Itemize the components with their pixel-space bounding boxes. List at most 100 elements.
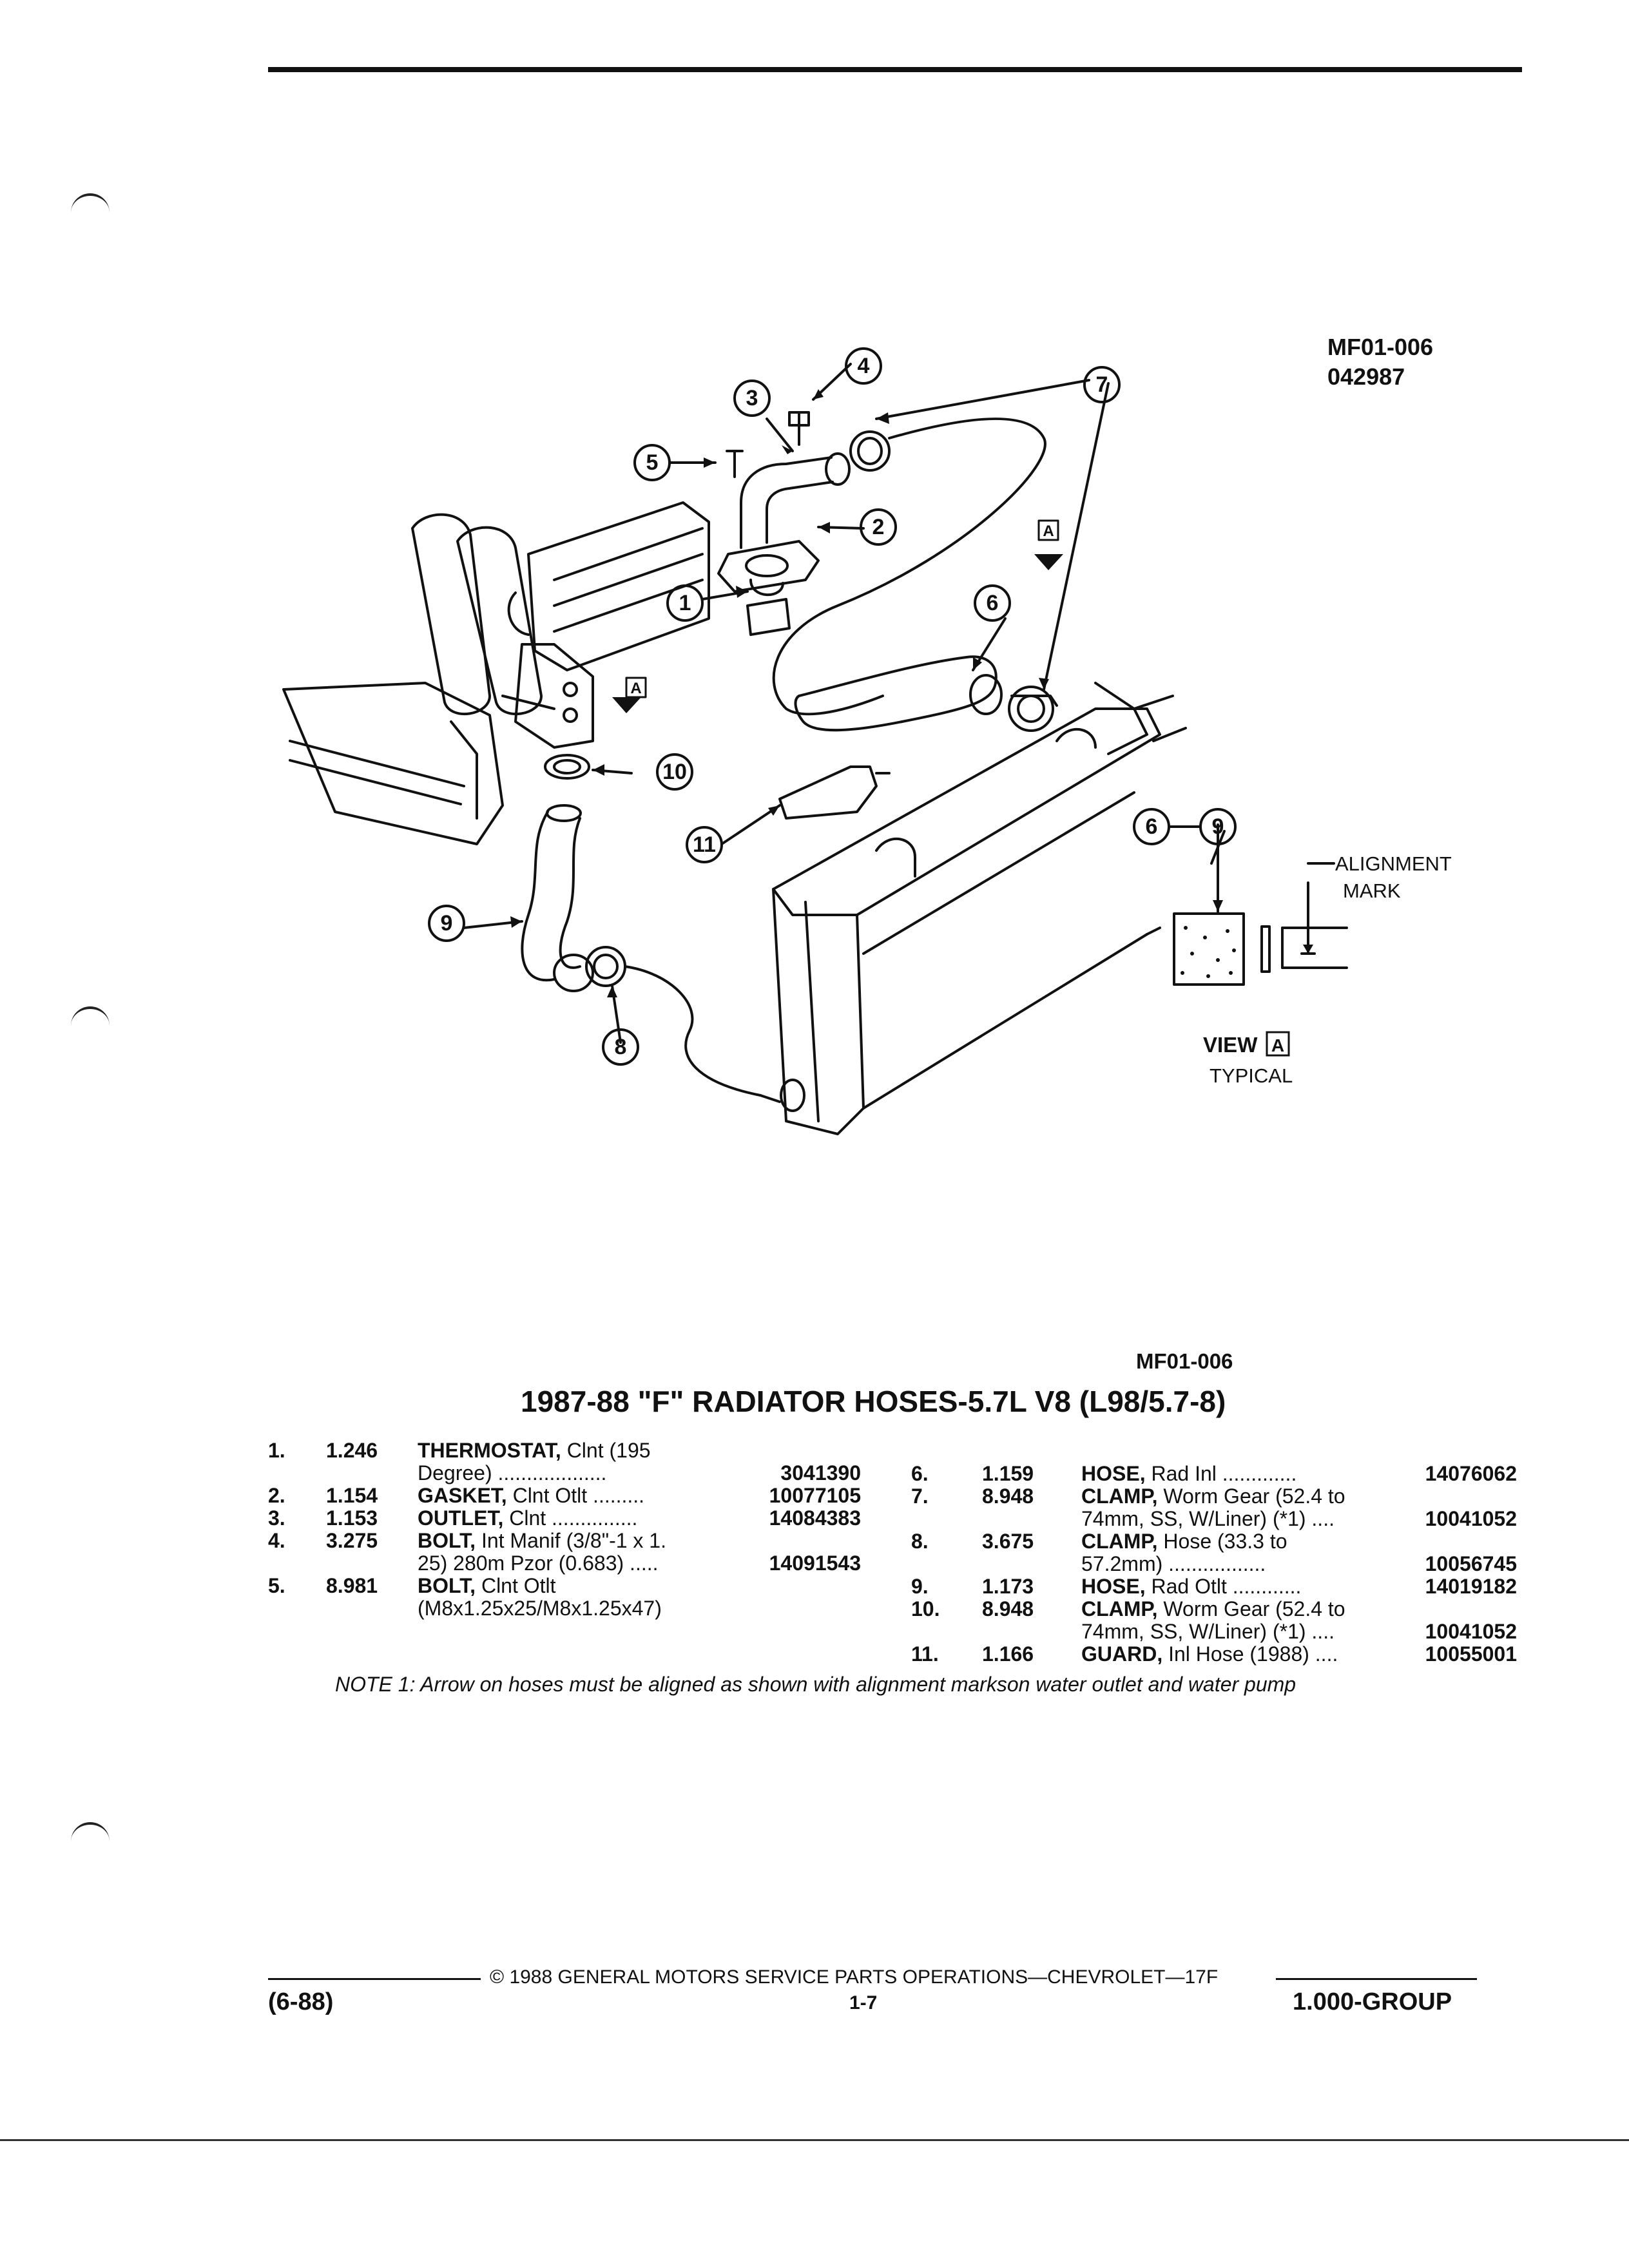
callout-pair-to: 9 xyxy=(1212,814,1224,839)
part-description: CLAMP, Worm Gear (52.4 to xyxy=(1081,1485,1345,1508)
view-a-letter: A xyxy=(1271,1035,1284,1055)
part-pn: 10077105 xyxy=(769,1484,861,1507)
part-detail: Degree) ................... xyxy=(418,1461,607,1485)
callout-9: 9 xyxy=(441,911,453,936)
part-detail: 74mm, SS, W/Liner) (*1) .... xyxy=(1081,1620,1335,1643)
part-number: 3. xyxy=(268,1506,285,1530)
part-pn: 10041052 xyxy=(1425,1507,1517,1530)
part-ref: 3.675 xyxy=(982,1530,1034,1553)
part-row: 9. 1.173 HOSE, Rad Otlt ............ 140… xyxy=(911,1575,1517,1598)
callout-8: 8 xyxy=(615,1035,627,1059)
part-pn: 10041052 xyxy=(1425,1620,1517,1643)
part-pn: 14084383 xyxy=(769,1506,861,1530)
part-detail: Int Manif (3/8"-1 x 1. xyxy=(476,1529,666,1552)
part-number: 8. xyxy=(911,1530,929,1553)
alignment-note: NOTE 1: Arrow on hoses must be aligned a… xyxy=(335,1673,1296,1696)
part-name: BOLT, xyxy=(418,1529,476,1552)
copyright-line: © 1988 GENERAL MOTORS SERVICE PARTS OPER… xyxy=(490,1966,1219,1988)
part-ref: 8.948 xyxy=(982,1485,1034,1508)
part-ref: 1.173 xyxy=(982,1575,1034,1598)
arrow-a-marker-lower xyxy=(612,697,641,713)
part-description: 57.2mm) ................. xyxy=(1081,1553,1266,1575)
arrow-a-marker-upper xyxy=(1034,554,1063,570)
part-row: 10. 8.948 CLAMP, Worm Gear (52.4 to xyxy=(911,1598,1517,1620)
part-ref: 1.153 xyxy=(326,1506,378,1530)
water-pump-drawing xyxy=(411,501,710,749)
part-detail: 57.2mm) ................. xyxy=(1081,1552,1266,1575)
part-row: 7. 8.948 CLAMP, Worm Gear (52.4 to xyxy=(911,1485,1517,1508)
radiator-drawing xyxy=(772,682,1187,1135)
callout-leaders xyxy=(463,363,1219,1044)
part-detail: Rad Otlt ............ xyxy=(1145,1575,1302,1598)
part-pn: 10056745 xyxy=(1425,1552,1517,1575)
parts-list-title: 1987-88 "F" RADIATOR HOSES-5.7L V8 (L98/… xyxy=(521,1385,1226,1418)
scan-margin-mark xyxy=(71,193,110,215)
callout-2: 2 xyxy=(872,515,885,539)
part-row: 1. 1.246 THERMOSTAT, Clnt (195 xyxy=(268,1439,861,1462)
lower-radiator-hose-drawing xyxy=(521,754,781,1103)
part-number: 6. xyxy=(911,1462,929,1485)
part-name: HOSE, xyxy=(1081,1462,1146,1485)
part-ref: 1.154 xyxy=(326,1484,378,1507)
callout-pair-from: 6 xyxy=(1146,814,1158,839)
callout-7: 7 xyxy=(1096,372,1108,397)
upper-radiator-hose-drawing xyxy=(772,418,1058,732)
part-number: 10. xyxy=(911,1597,940,1620)
part-pn: 14076062 xyxy=(1425,1462,1517,1485)
part-ref: 1.246 xyxy=(326,1439,378,1462)
scan-margin-mark xyxy=(71,1822,110,1844)
scan-edge-line xyxy=(0,2139,1629,2141)
part-row: 25) 280m Pzor (0.683) ..... 14091543 xyxy=(268,1552,861,1575)
part-row: 74mm, SS, W/Liner) (*1) .... 10041052 xyxy=(911,1508,1517,1530)
callout-circles xyxy=(428,347,1237,1066)
part-detail: Worm Gear (52.4 to xyxy=(1157,1485,1345,1508)
revision-date: (6-88) xyxy=(268,1988,334,2015)
parts-list-left: 1. 1.246 THERMOSTAT, Clnt (195 Degree) .… xyxy=(268,1439,861,1620)
hose-guard-drawing xyxy=(778,765,891,820)
part-name: THERMOSTAT, xyxy=(418,1439,561,1462)
part-detail: (M8x1.25x25/M8x1.25x47) xyxy=(418,1597,662,1620)
alignment-label-line2: MARK xyxy=(1343,879,1401,902)
arrow-a-letter-lower: A xyxy=(630,680,641,697)
part-number: 7. xyxy=(911,1485,929,1508)
part-detail: Clnt Otlt xyxy=(476,1574,556,1597)
part-description: GUARD, Inl Hose (1988) .... xyxy=(1081,1643,1338,1666)
part-description: CLAMP, Worm Gear (52.4 to xyxy=(1081,1598,1345,1620)
callout-6: 6 xyxy=(987,591,999,615)
part-description: Degree) ................... xyxy=(418,1462,606,1485)
part-description: HOSE, Rad Inl ............. xyxy=(1081,1463,1296,1485)
part-number: 1. xyxy=(268,1439,285,1462)
part-name: CLAMP, xyxy=(1081,1485,1158,1508)
radiator-hose-illustration: 1 2 3 4 5 6 7 8 9 10 11 6 9 A A ALIGNMEN… xyxy=(282,347,1452,1135)
parts-list-right: 6. 1.159 HOSE, Rad Inl ............. 140… xyxy=(911,1463,1517,1666)
part-ref: 3.275 xyxy=(326,1529,378,1552)
callout-5: 5 xyxy=(646,450,659,475)
page-number: 1-7 xyxy=(849,1992,878,2013)
callout-11: 11 xyxy=(693,832,716,857)
figure-code-line: MF01-006 xyxy=(1327,334,1434,360)
part-description: GASKET, Clnt Otlt ......... xyxy=(418,1485,644,1507)
part-row: 2. 1.154 GASKET, Clnt Otlt ......... 100… xyxy=(268,1485,861,1507)
callout-3: 3 xyxy=(746,386,758,410)
part-pn: 3041390 xyxy=(780,1461,861,1485)
part-description: BOLT, Int Manif (3/8"-1 x 1. xyxy=(418,1530,666,1552)
part-name: BOLT, xyxy=(418,1574,476,1597)
part-name: CLAMP, xyxy=(1081,1597,1158,1620)
callout-4: 4 xyxy=(858,354,870,378)
intake-plenum-drawing xyxy=(282,682,555,845)
part-name: OUTLET, xyxy=(418,1506,504,1530)
part-number: 11. xyxy=(911,1642,939,1666)
part-detail: Worm Gear (52.4 to xyxy=(1157,1597,1345,1620)
part-row: 5. 8.981 BOLT, Clnt Otlt xyxy=(268,1575,861,1597)
scan-margin-mark xyxy=(71,1006,110,1028)
part-detail: Clnt Otlt ......... xyxy=(506,1484,645,1507)
part-detail: Clnt (195 xyxy=(561,1439,651,1462)
part-description: OUTLET, Clnt ............... xyxy=(418,1507,637,1530)
view-a-stipple xyxy=(1181,926,1313,978)
part-detail: Inl Hose (1988) .... xyxy=(1162,1642,1338,1666)
part-row: 74mm, SS, W/Liner) (*1) .... 10041052 xyxy=(911,1620,1517,1643)
part-row: Degree) ................... 3041390 xyxy=(268,1462,861,1485)
part-row: 4. 3.275 BOLT, Int Manif (3/8"-1 x 1. xyxy=(268,1530,861,1552)
footer-rule xyxy=(268,1978,481,1980)
